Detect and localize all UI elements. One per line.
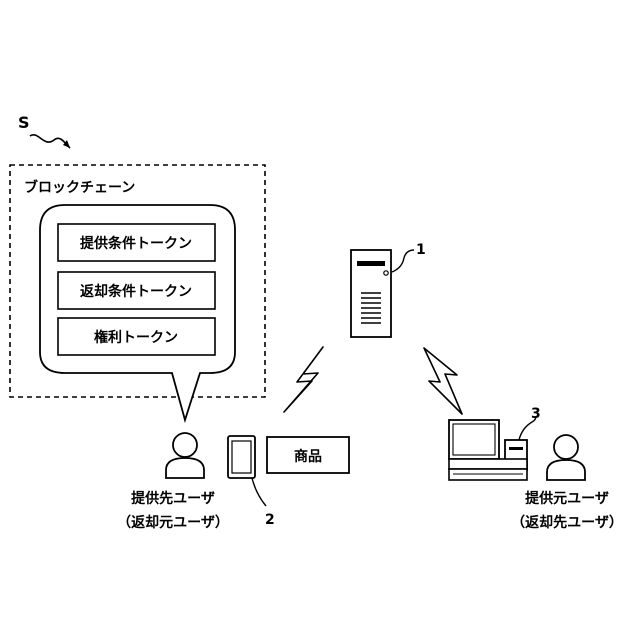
smartphone-icon [228,436,255,478]
provider-terminal-ref-label: 3 [531,406,541,422]
server-ref-leader [392,250,414,272]
desktop-computer-icon [449,420,527,480]
server-icon [351,250,391,337]
lightning-left-icon [284,347,323,412]
receiver-user-line2: （返却元ユーザ） [117,514,229,531]
receiver-terminal-ref-label: 2 [265,512,275,528]
product-label: 商品 [294,448,322,465]
lightning-right-icon [424,348,462,414]
blockchain-title: ブロックチェーン [24,179,135,196]
token-label-return: 返却条件トークン [80,283,192,300]
receiver-user-icon [166,433,204,478]
provider-user-line1: 提供元ユーザ [525,490,609,507]
provider-user-line2: （返却先ユーザ） [511,514,623,531]
receiver-terminal-leader [252,478,266,506]
system-ref-arrow [30,135,70,148]
server-ref-label: 1 [416,242,426,258]
token-label-offer: 提供条件トークン [80,235,192,252]
provider-user-icon [547,435,585,480]
token-label-right: 権利トークン [94,329,178,346]
receiver-user-line1: 提供先ユーザ [131,490,215,507]
system-ref-label: S [18,113,30,132]
